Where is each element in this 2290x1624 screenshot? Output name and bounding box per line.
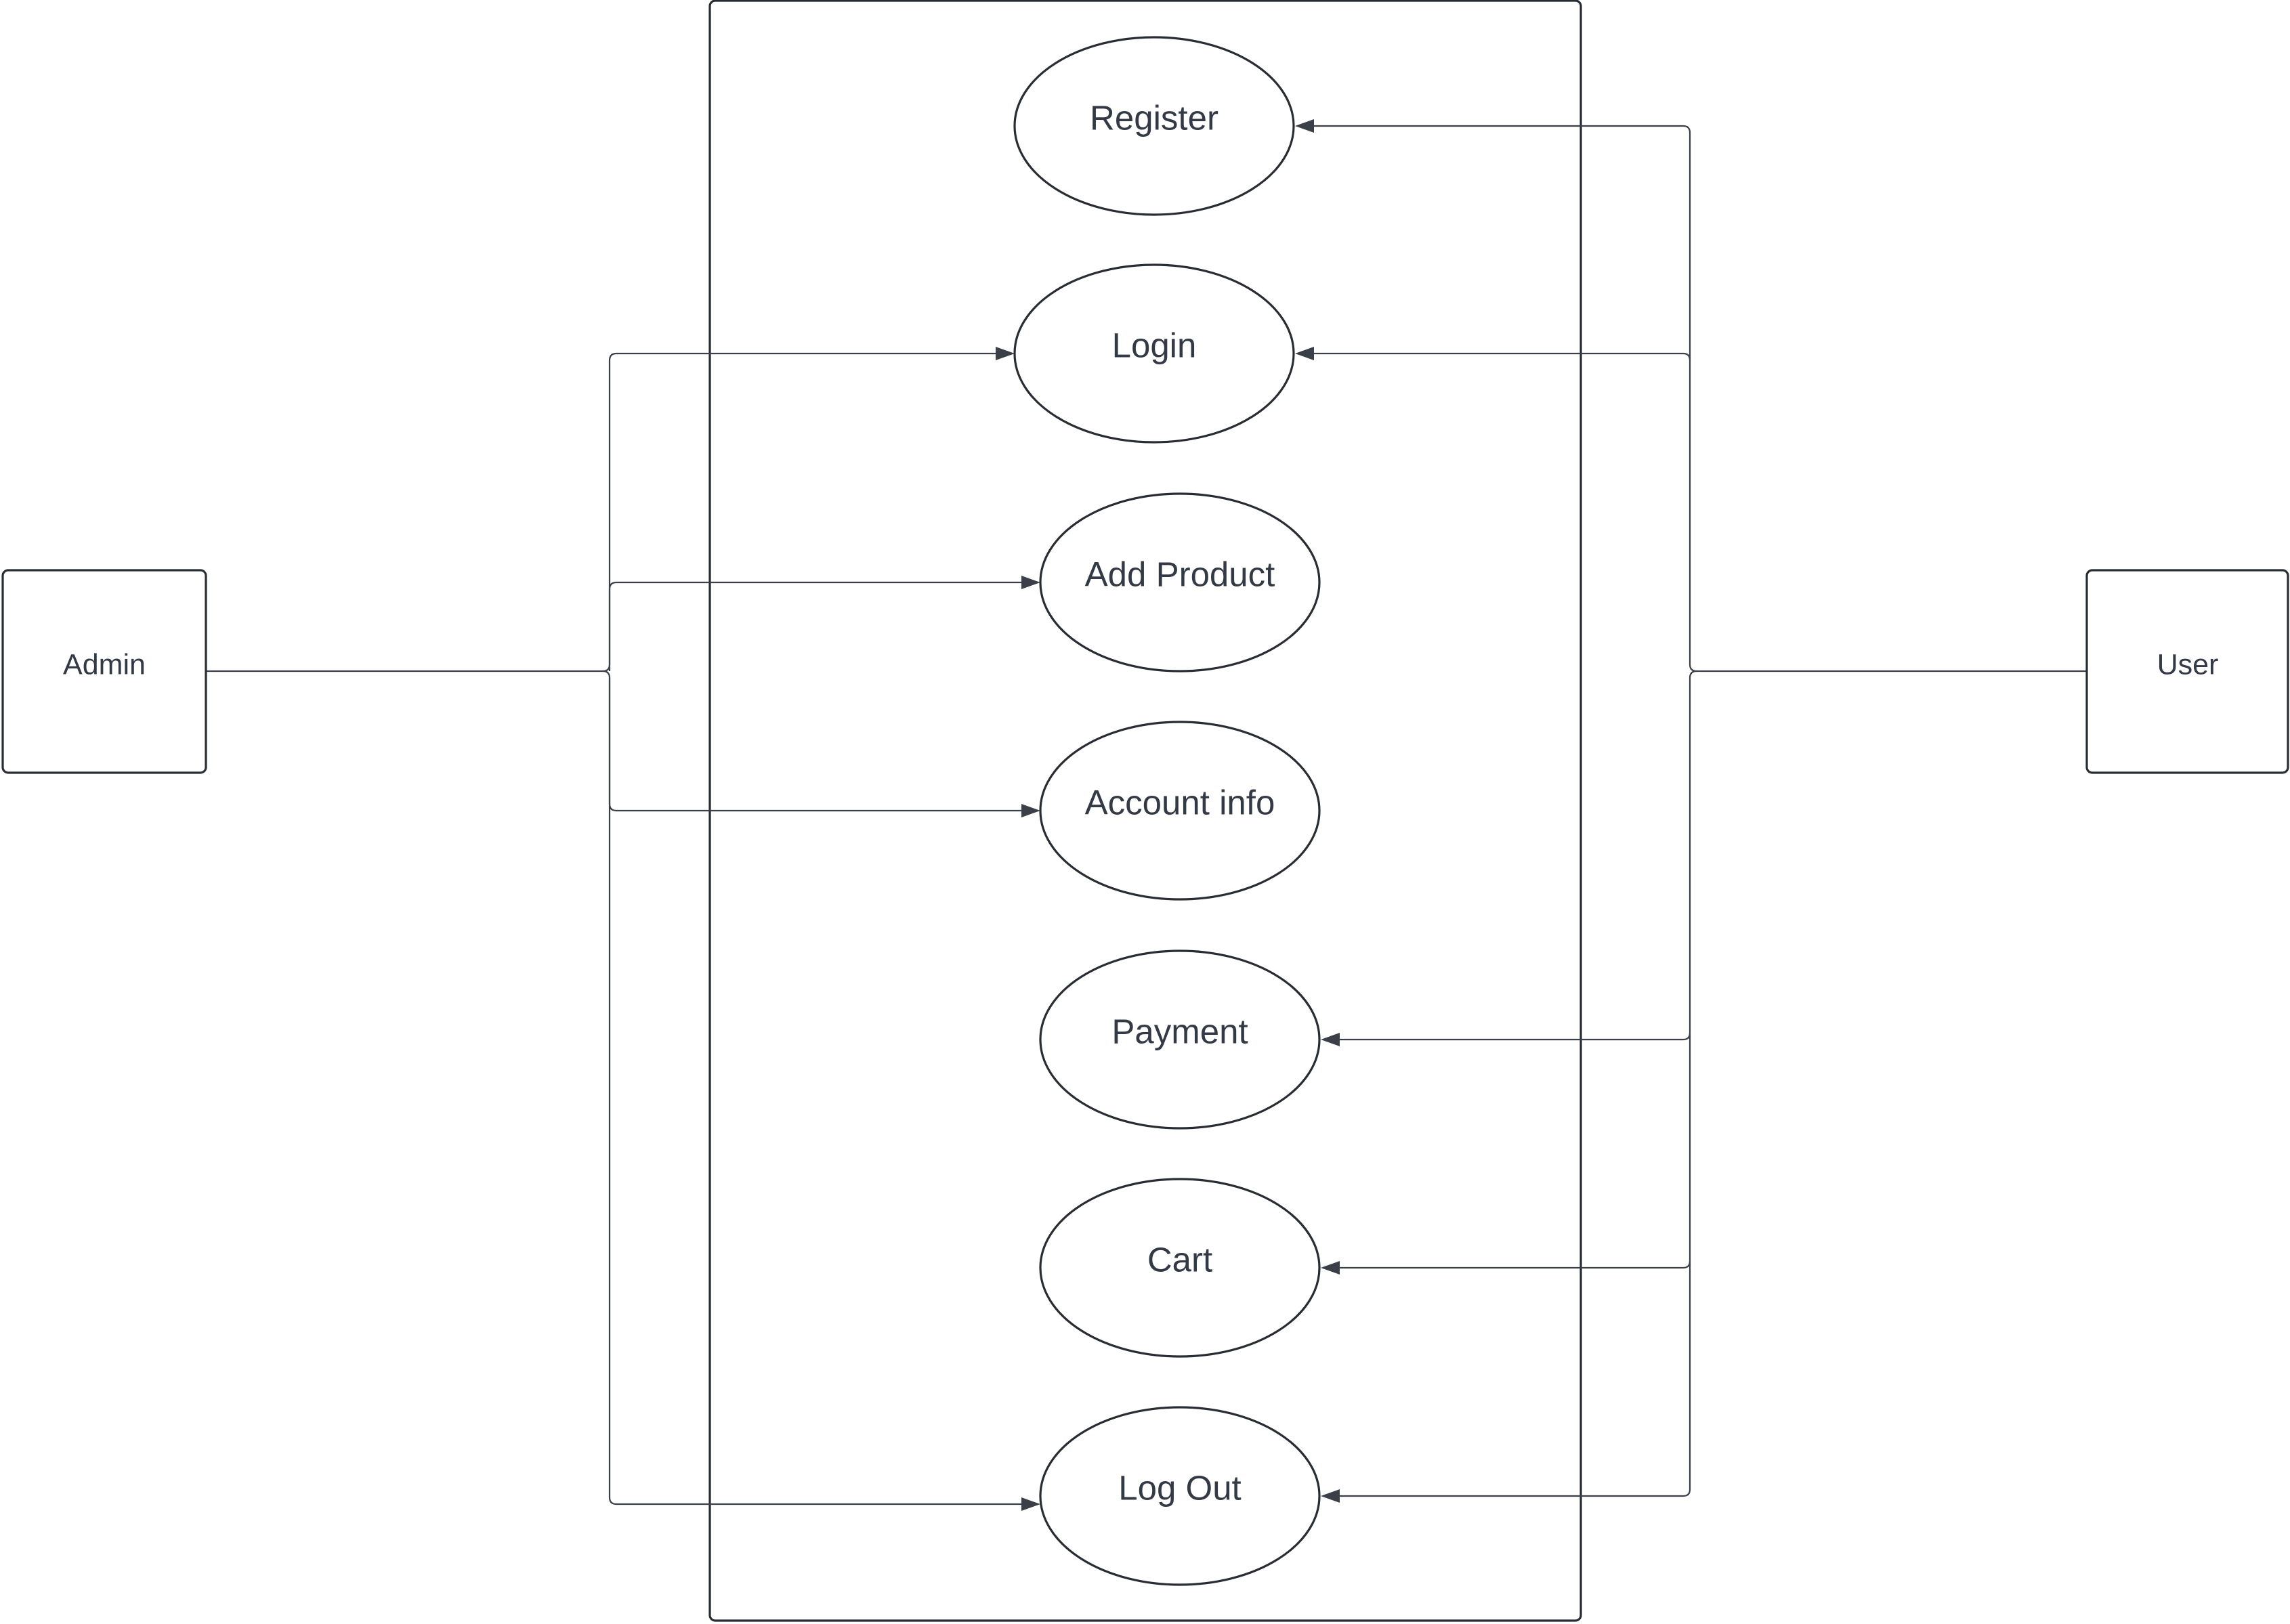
arrowhead-login-user [1295,347,1314,360]
use-case-login-ellipse [1013,263,1295,444]
actor-admin-box [1,569,207,774]
use-case-login-label: Login [1112,326,1197,364]
use-case-register-label: Register [1090,98,1218,137]
use-case-account-info: Account info [1039,721,1321,901]
user-to-log-out-line [1329,1261,1691,1497]
use-case-payment-ellipse [1039,949,1321,1130]
use-case-add-product: Add Product [1039,492,1321,672]
use-case-add-product-label: Add Product [1085,555,1275,593]
use-case-add-product-ellipse [1039,492,1321,672]
use-case-log-out-ellipse [1039,1406,1321,1586]
user-to-login-line [1303,352,1691,361]
arrowhead-payment-user [1321,1033,1340,1046]
actor-user: User [2085,569,2289,774]
user-connectors [1295,119,2087,1503]
arrowhead-register-user [1295,119,1314,133]
use-case-login: Login [1013,263,1295,444]
use-case-account-info-label: Account info [1085,783,1275,821]
use-case-register-ellipse [1013,36,1295,216]
use-case-log-out-label: Log Out [1118,1468,1241,1507]
arrowhead-cart-user [1321,1261,1340,1275]
actor-user-label: User [2157,648,2219,681]
arrowhead-log-out-admin [1021,1497,1040,1511]
admin-to-add-product-line [608,581,1030,671]
use-case-register: Register [1013,36,1295,216]
actor-admin: Admin [1,569,207,774]
use-case-payment: Payment [1039,949,1321,1130]
arrowhead-login-admin [996,347,1015,360]
use-case-log-out: Log Out [1039,1406,1321,1586]
use-case-payment-label: Payment [1111,1012,1248,1050]
admin-to-log-out-line [608,678,1030,1505]
use-case-cart-label: Cart [1147,1240,1212,1279]
arrowhead-log-out-user [1321,1489,1340,1503]
arrowhead-account-info-admin [1021,804,1040,817]
actor-user-box [2085,569,2289,774]
use-case-cart-ellipse [1039,1178,1321,1358]
actor-admin-label: Admin [63,648,146,681]
use-case-account-info-ellipse [1039,721,1321,901]
arrowhead-add-product-admin [1021,576,1040,589]
use-case-cart: Cart [1039,1178,1321,1358]
admin-connectors [206,347,1040,1511]
